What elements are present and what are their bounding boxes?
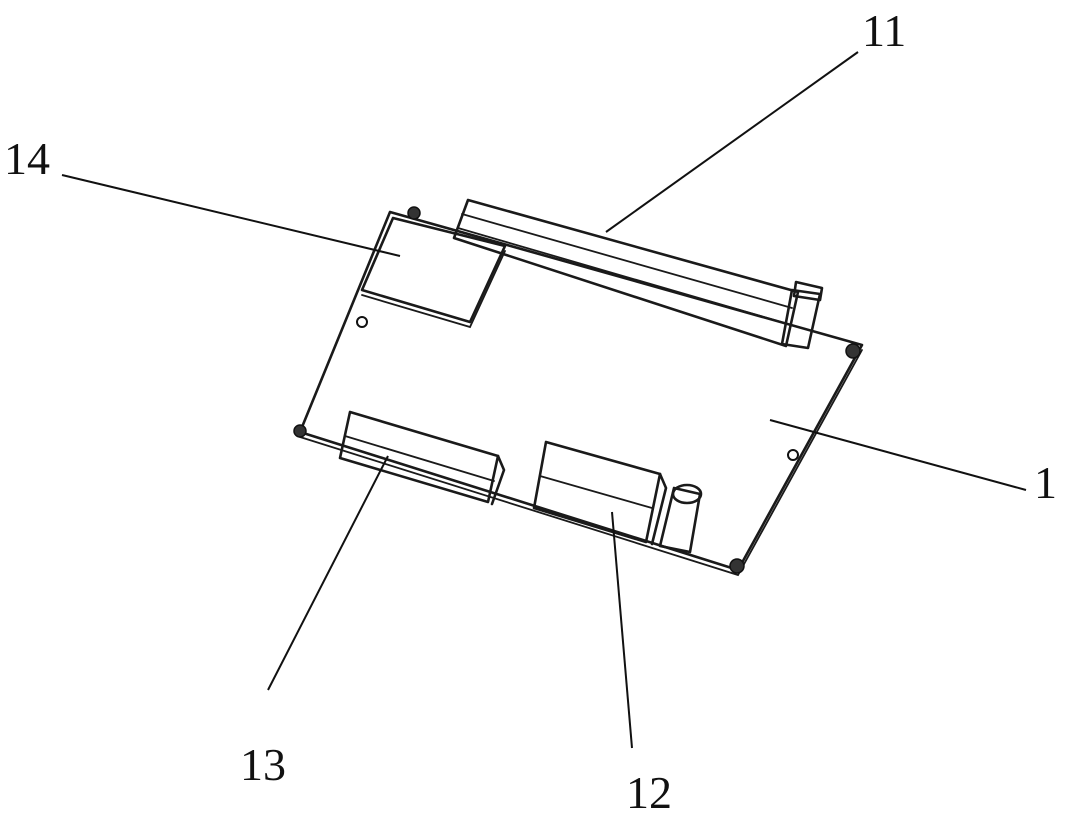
leader-line-1: [769, 419, 1027, 491]
label-13: 13: [240, 739, 286, 790]
middle-connector: [532, 440, 703, 554]
mounting-hole-left-mid: [356, 316, 368, 328]
label-12: 12: [626, 767, 672, 815]
leader-line-13: [267, 455, 389, 691]
leader-line-14: [61, 174, 401, 257]
mounting-hole-right-mid: [787, 449, 799, 461]
mounting-hole-top-right: [845, 343, 861, 359]
mounting-hole-top-left: [407, 206, 421, 220]
label-14: 14: [4, 133, 50, 184]
mounting-hole-bottom-left: [293, 424, 307, 438]
top-connector: [452, 198, 824, 350]
mounting-hole-bottom-right: [729, 558, 745, 574]
label-1: 1: [1034, 457, 1057, 508]
leader-line-12: [611, 511, 633, 749]
label-11: 11: [862, 5, 906, 56]
module-block: [360, 216, 507, 329]
leader-line-11: [605, 51, 859, 233]
bottom-connector: [338, 410, 506, 506]
